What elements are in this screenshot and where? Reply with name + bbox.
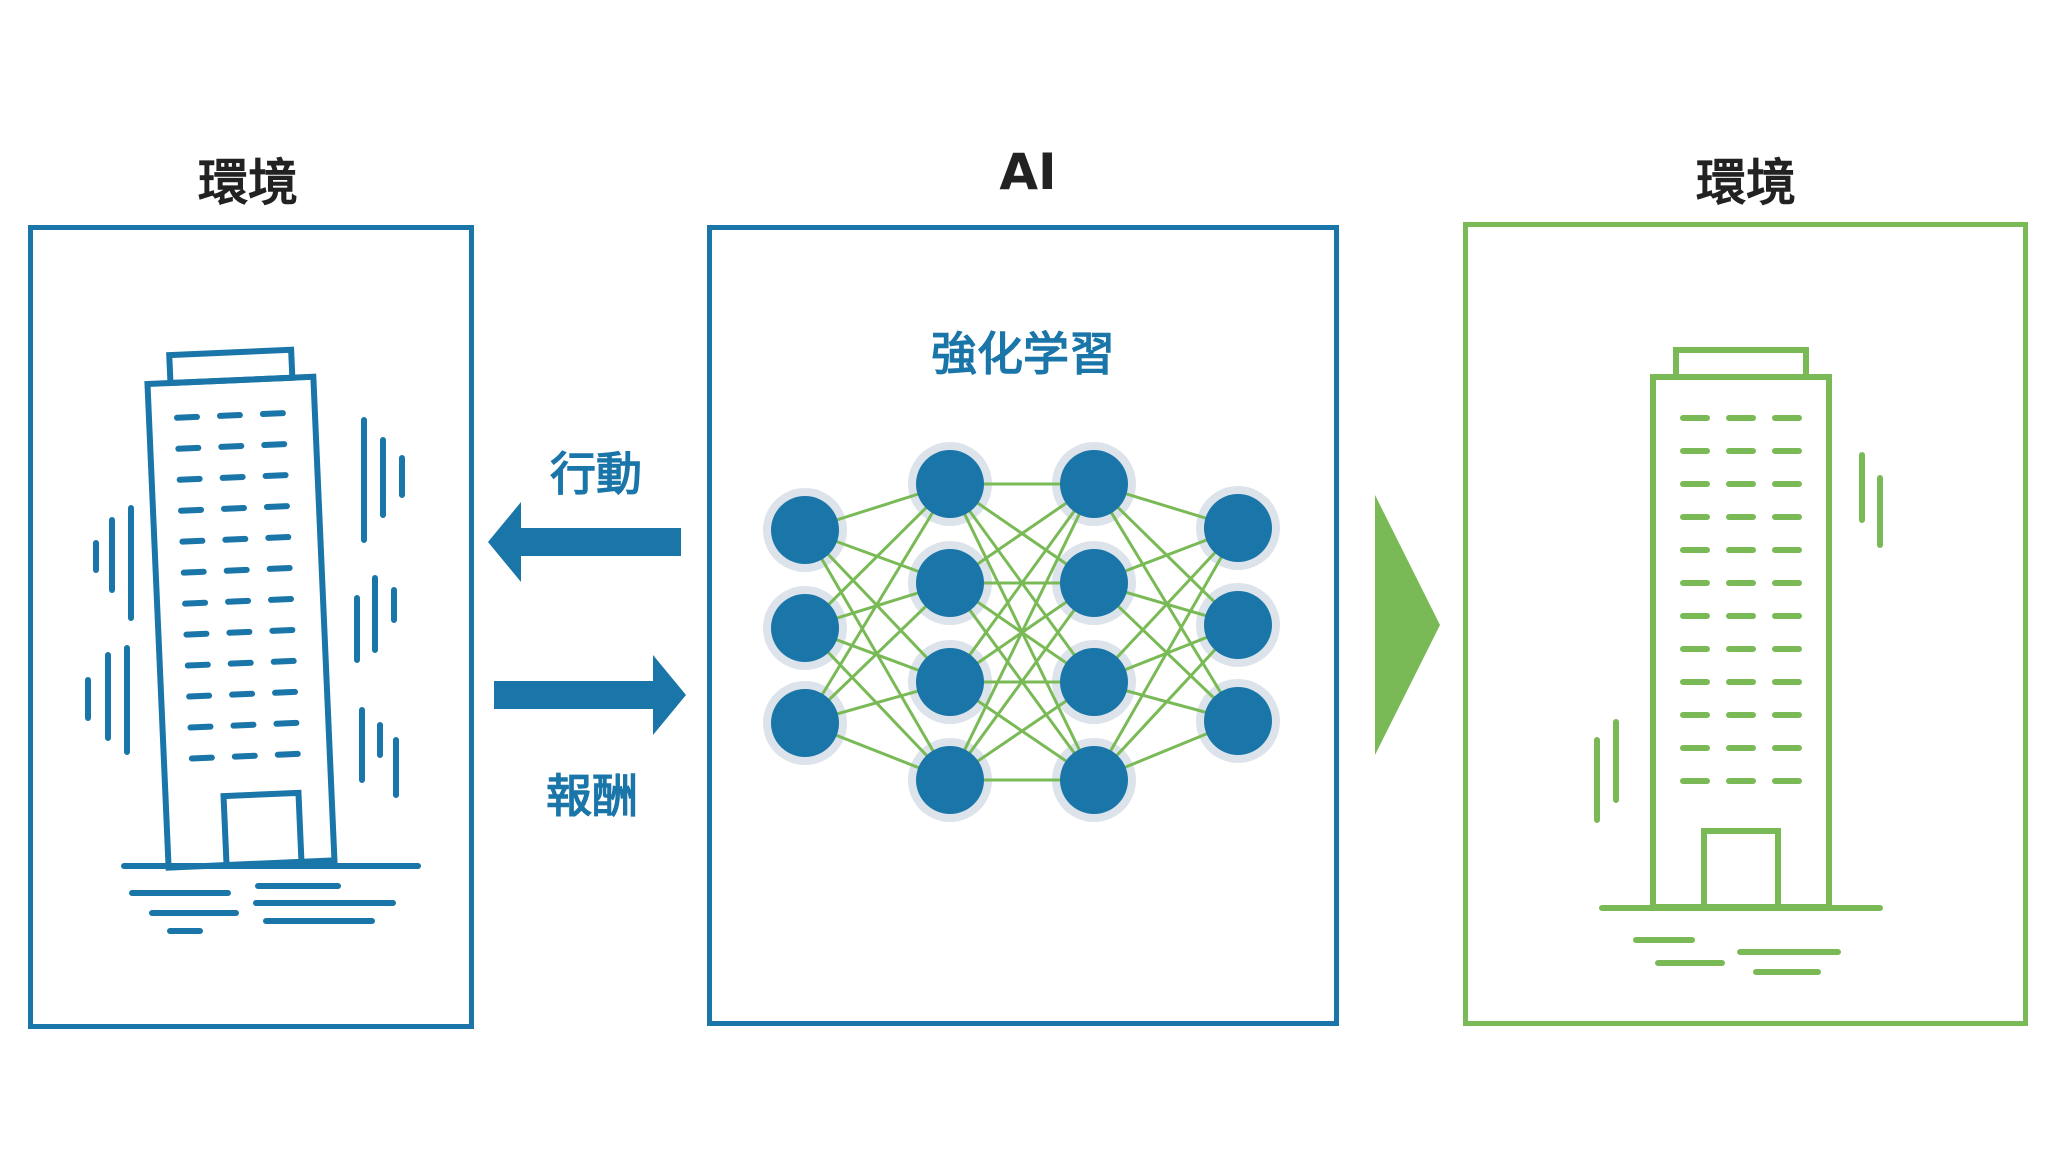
reward-label: 報酬 bbox=[546, 769, 638, 823]
network-node bbox=[1204, 687, 1272, 755]
ai-title: AI bbox=[999, 143, 1057, 201]
network-connection bbox=[1092, 623, 1240, 782]
right-environment-title: 環境 bbox=[1696, 154, 1796, 212]
network-connection bbox=[1092, 526, 1240, 684]
neural-network-icon bbox=[763, 442, 1280, 822]
building-windows bbox=[1680, 415, 1802, 784]
network-node bbox=[1060, 450, 1128, 518]
arrows bbox=[488, 502, 686, 735]
network-connection bbox=[948, 483, 1096, 683]
network-connection bbox=[948, 483, 1096, 781]
network-node bbox=[1060, 648, 1128, 716]
network-node bbox=[771, 496, 839, 564]
network-node bbox=[1204, 591, 1272, 659]
network-connection bbox=[948, 582, 1096, 781]
network-node bbox=[771, 594, 839, 662]
right-environment-panel bbox=[1463, 222, 2028, 1026]
reinforcement-learning-label: 強化学習 bbox=[931, 327, 1115, 381]
network-connection bbox=[803, 482, 952, 630]
network-connection bbox=[803, 483, 952, 724]
building-shaking-icon bbox=[85, 346, 421, 934]
action-label: 行動 bbox=[550, 447, 642, 501]
left-environment-panel bbox=[28, 225, 474, 1029]
network-node bbox=[916, 450, 984, 518]
reward-arrow bbox=[494, 655, 686, 735]
network-node bbox=[771, 689, 839, 757]
network-node bbox=[1060, 746, 1128, 814]
network-node bbox=[916, 746, 984, 814]
transition-arrow bbox=[1375, 495, 1440, 755]
building-stable-icon bbox=[1594, 347, 1883, 975]
network-node bbox=[916, 549, 984, 617]
network-connection bbox=[1092, 527, 1240, 781]
left-environment-title: 環境 bbox=[198, 154, 298, 212]
building-windows bbox=[173, 410, 301, 762]
network-node bbox=[916, 648, 984, 716]
network-node bbox=[1060, 549, 1128, 617]
network-node bbox=[1204, 494, 1272, 562]
action-arrow bbox=[488, 502, 681, 582]
